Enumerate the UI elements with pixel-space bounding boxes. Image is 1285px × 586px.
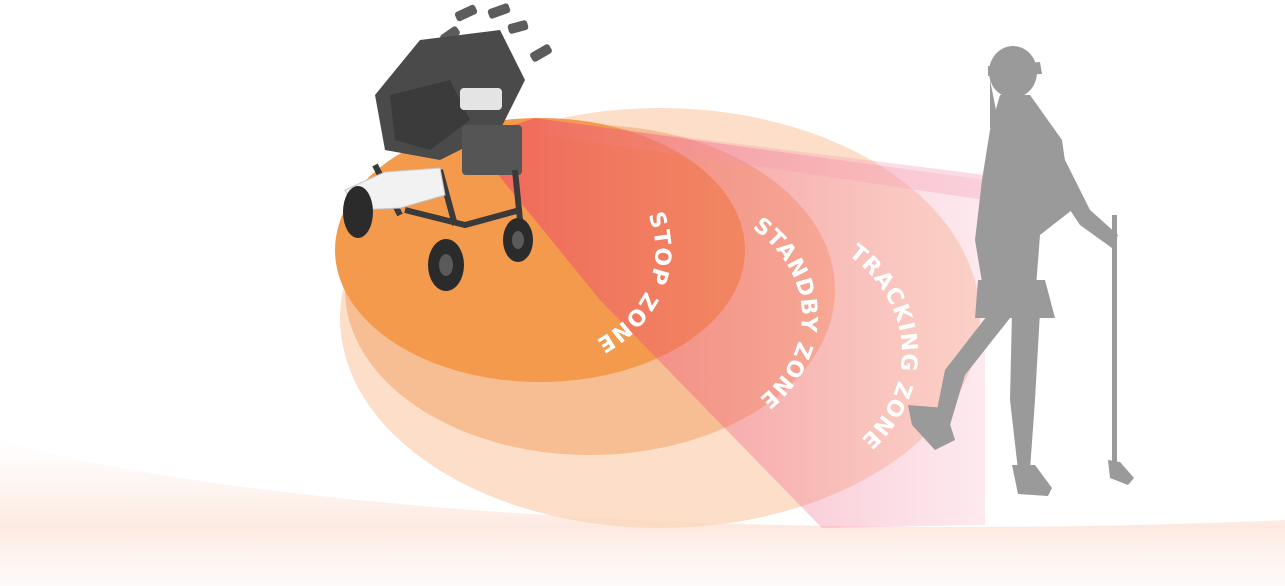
ground-band <box>0 440 1285 586</box>
golfer-silhouette-icon <box>908 46 1134 496</box>
tracking-beam <box>470 118 985 528</box>
tracking-beam-upper <box>535 118 985 200</box>
golf-cart-icon <box>343 3 552 291</box>
